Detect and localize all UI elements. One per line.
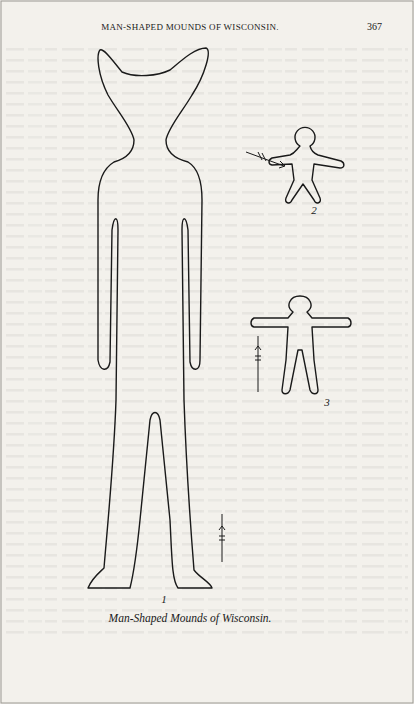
north-arrow <box>255 336 261 392</box>
north-arrow <box>246 152 285 168</box>
man-mound-outline <box>251 296 351 394</box>
page-header: MAN-SHAPED MOUNDS OF WISCONSIN. <box>101 23 279 32</box>
bleed-through-texture <box>6 40 408 640</box>
man-mound-outline <box>88 48 212 588</box>
figure-number: 1 <box>161 594 167 605</box>
page-number: 367 <box>367 22 382 32</box>
figure-caption: Man-Shaped Mounds of Wisconsin. <box>109 613 272 625</box>
figure-number: 3 <box>324 397 330 408</box>
north-arrow <box>219 514 225 562</box>
figure-number: 2 <box>311 205 317 216</box>
